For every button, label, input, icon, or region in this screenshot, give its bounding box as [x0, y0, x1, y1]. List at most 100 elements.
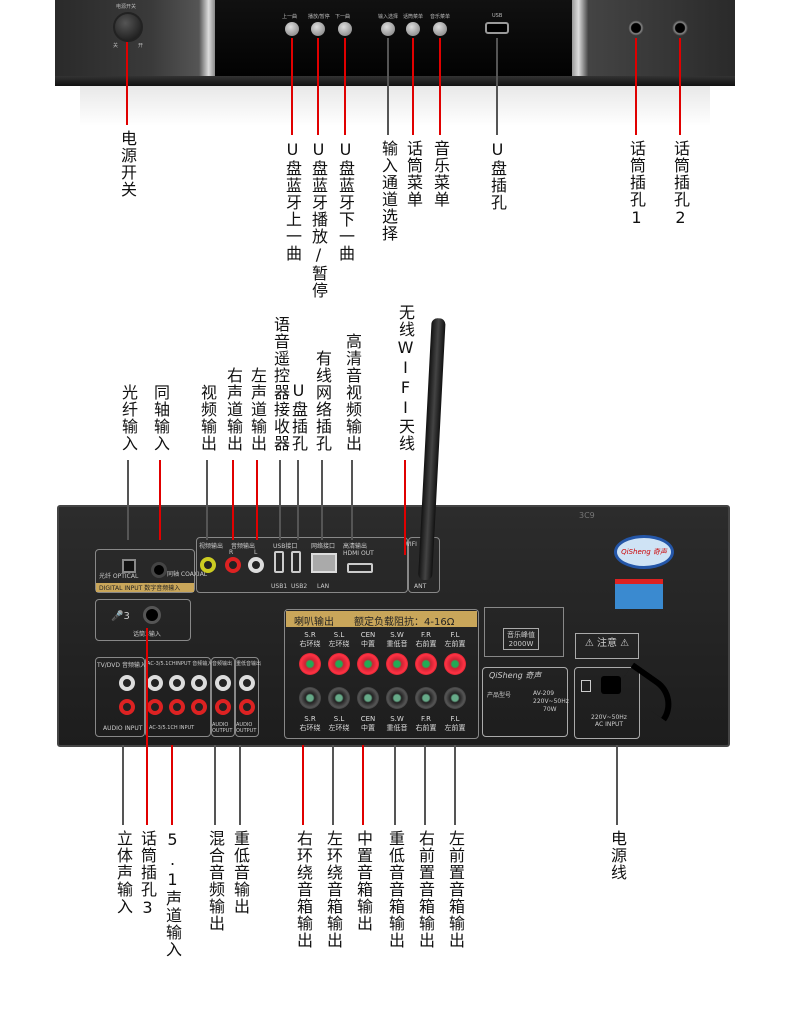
speaker-terminal-red[interactable]	[386, 653, 408, 675]
audio-input-label: AUDIO INPUT	[103, 725, 143, 732]
front-button[interactable]	[311, 22, 325, 36]
speaker-terminal-black[interactable]	[328, 687, 350, 709]
front-button-label: 播放/暂停	[308, 14, 330, 20]
front-usb-port[interactable]	[485, 22, 509, 34]
channel-code-bottom: CEN	[360, 715, 376, 723]
front-button[interactable]	[285, 22, 299, 36]
usb-label: USB	[492, 13, 503, 19]
speaker-terminal-red[interactable]	[328, 653, 350, 675]
optical-port[interactable]	[122, 559, 136, 573]
speaker-terminal-red[interactable]	[415, 653, 437, 675]
mic-jack-1[interactable]	[628, 20, 644, 36]
usb1-port[interactable]	[274, 551, 284, 573]
ac3-fr-jack[interactable]	[147, 699, 163, 715]
coaxial-label: 同轴 COAXIAL	[167, 571, 208, 578]
lan-label: LAN	[317, 583, 330, 590]
audio-out-left-jack[interactable]	[248, 557, 264, 573]
callout-label: 话筒菜单	[404, 140, 423, 208]
channel-name-bottom: 左前置	[444, 724, 466, 732]
channel-name-bottom: 左环绕	[328, 724, 350, 732]
usb2-port[interactable]	[291, 551, 301, 573]
callout-line	[321, 460, 323, 540]
speaker-terminal-black[interactable]	[357, 687, 379, 709]
ac3-fl-jack[interactable]	[147, 675, 163, 691]
speaker-terminal-black[interactable]	[386, 687, 408, 709]
power-knob[interactable]	[113, 12, 143, 42]
tvdvd-header: TV/DVD 音频输入	[97, 662, 146, 669]
channel-code-bottom: F.R	[421, 715, 431, 723]
power-on-mark: 开	[138, 43, 144, 49]
coaxial-port[interactable]	[151, 562, 167, 578]
ac3-sw-jack[interactable]	[191, 699, 207, 715]
channel-code-top: F.L	[450, 631, 460, 639]
channel-name-bottom: 右前置	[415, 724, 437, 732]
mic-jack-2[interactable]	[672, 20, 688, 36]
speaker-terminal-red[interactable]	[444, 653, 466, 675]
mix-l-jack[interactable]	[215, 675, 231, 691]
callout-line	[344, 38, 346, 135]
callout-label: 无线WIFI天线	[396, 304, 415, 452]
speaker-terminal-black[interactable]	[415, 687, 437, 709]
callout-line	[146, 628, 148, 825]
channel-code-top: S.L	[333, 631, 345, 639]
mic3-box	[95, 599, 191, 641]
hdmi-port[interactable]	[347, 563, 373, 573]
model-value: AV-209	[533, 690, 555, 697]
speaker-terminal-red[interactable]	[357, 653, 379, 675]
channel-code-bottom: S.R	[304, 715, 316, 723]
callout-label: 电源线	[608, 830, 627, 881]
ac3-header: AC-3/5.1CHINPUT 音频输入	[147, 661, 213, 667]
power-label: 电源开关	[116, 4, 137, 10]
channel-code-top: CEN	[360, 631, 376, 639]
front-button[interactable]	[433, 22, 447, 36]
mix-r-jack[interactable]	[215, 699, 231, 715]
lan-port[interactable]	[311, 553, 337, 573]
ac3-input-label: AC-3/5.1CH INPUT	[149, 725, 195, 731]
callout-label: 视频输出	[198, 384, 217, 452]
sub-r-jack[interactable]	[239, 699, 255, 715]
front-button[interactable]	[381, 22, 395, 36]
front-button[interactable]	[338, 22, 352, 36]
callout-line	[424, 745, 426, 825]
ant-label: ANT	[414, 583, 427, 590]
front-right-panel	[572, 0, 735, 80]
mix-header: 音频输出	[212, 661, 233, 667]
tvdvd-r-jack[interactable]	[119, 699, 135, 715]
mic-jack-3[interactable]	[143, 606, 161, 624]
callout-line	[302, 745, 304, 825]
speaker-terminal-black[interactable]	[299, 687, 321, 709]
callout-line	[159, 460, 161, 540]
callout-label: 有线网络插孔	[313, 350, 332, 452]
video-out-jack[interactable]	[200, 557, 216, 573]
callout-label: 话筒插孔1	[627, 140, 646, 228]
callout-line	[214, 745, 216, 825]
model-label: 产品型号	[487, 692, 512, 699]
channel-name-top: 右前置	[415, 640, 437, 648]
ac3-sr-jack[interactable]	[169, 699, 185, 715]
callout-label: 话筒插孔2	[671, 140, 690, 228]
peak-label: 音乐峰值	[507, 631, 535, 639]
tvdvd-l-jack[interactable]	[119, 675, 135, 691]
sub-l-jack[interactable]	[239, 675, 255, 691]
front-base	[55, 76, 735, 86]
l-label: L	[254, 549, 258, 556]
speaker-terminal-red[interactable]	[299, 653, 321, 675]
speaker-terminal-black[interactable]	[444, 687, 466, 709]
channel-name-top: 中置	[361, 640, 375, 648]
ac3-sl-jack[interactable]	[169, 675, 185, 691]
front-button-label: 下一曲	[335, 14, 351, 20]
audio-out-right-jack[interactable]	[225, 557, 241, 573]
front-button[interactable]	[406, 22, 420, 36]
sub-header: 重低音输出	[236, 661, 262, 667]
speaker-box	[284, 609, 479, 739]
callout-label: 话筒插孔3	[138, 830, 157, 918]
power-switch[interactable]	[581, 680, 591, 692]
callout-line	[206, 460, 208, 540]
channel-code-bottom: S.L	[333, 715, 345, 723]
callout-line	[291, 38, 293, 135]
reflection	[80, 86, 710, 126]
sub-output-label: AUDIO OUTPUT	[236, 722, 257, 734]
ac3-cen-jack[interactable]	[191, 675, 207, 691]
callout-line	[171, 745, 173, 825]
